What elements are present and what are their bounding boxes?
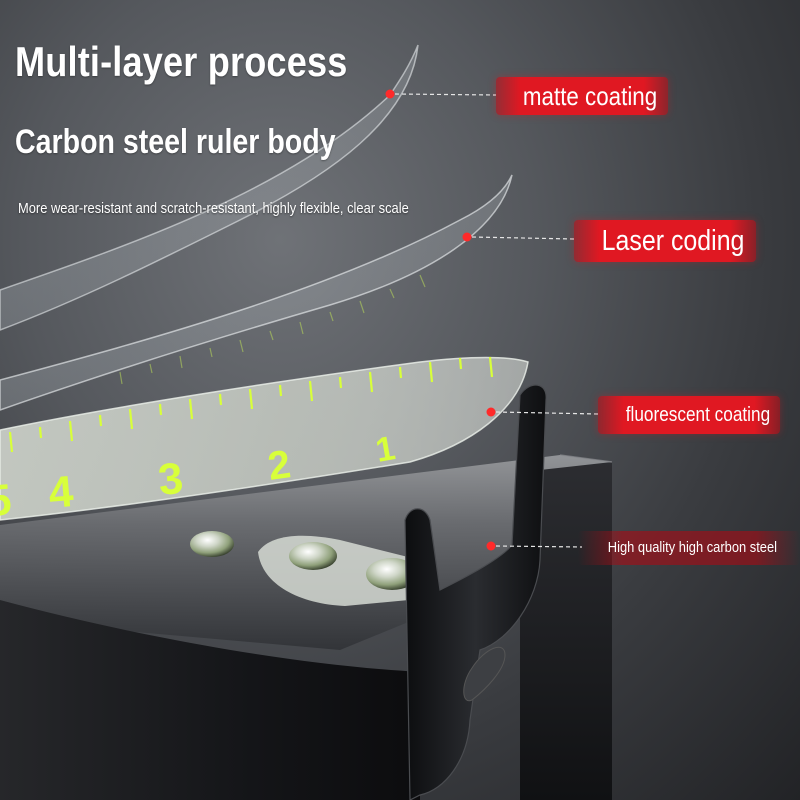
body-front-face [0,600,420,800]
steel-hook [404,384,547,800]
page-subtitle: Carbon steel ruler body [15,123,336,161]
callout-leaders [385,89,599,551]
callout-matte-coating: matte coating [496,77,668,115]
rivet-1 [190,531,234,557]
rivet-2 [289,542,337,570]
page-title: Multi-layer process [15,38,348,85]
feature-description: More wear-resistant and scratch-resistan… [18,200,409,217]
scale-number-3: 3 [156,454,185,505]
fluorescent-scale-ticks [8,356,494,453]
scale-number-5: 5 [0,475,13,526]
callout-label: matte coating [522,81,658,111]
callout-laser-coding: Laser coding [574,220,756,262]
callout-label: High quality high carbon steel [607,539,778,556]
laser-coding-layer [0,174,513,411]
callout-fluorescent-coating: fluorescent coating [598,396,780,434]
rivet-3 [366,558,418,590]
matte-coating-layer [0,44,419,331]
fluorescent-tape [0,356,529,521]
callout-carbon-steel: High quality high carbon steel [578,531,800,565]
laser-scale-ticks [119,274,426,385]
callout-label: fluorescent coating [625,404,771,426]
callout-label: Laser coding [601,225,745,257]
scale-number-4: 4 [47,467,76,518]
